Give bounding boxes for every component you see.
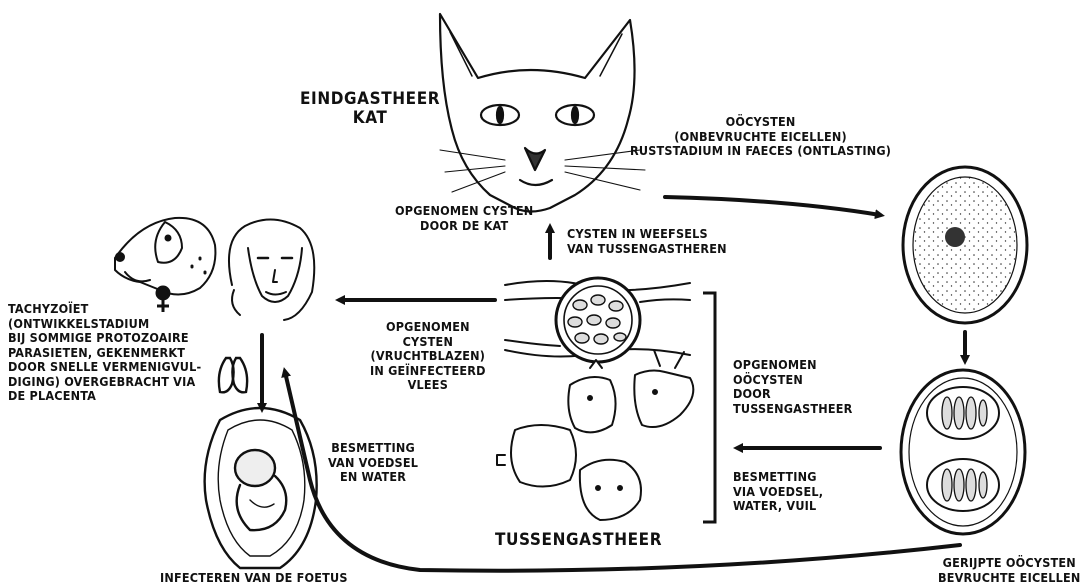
label-tachyzoiet: TACHYZOÏET (ONTWIKKELSTADIUM BIJ SOMMIGE… [8,302,201,404]
sporulated-oocyst-icon [901,370,1025,534]
tissue-cyst-icon [505,278,690,362]
lungs-icon [219,358,247,392]
unsporulated-oocyst-icon [903,167,1027,323]
label-oocysten-top: OÖCYSTEN (ONBEVRUCHTE EICELLEN) RUSTSTAD… [630,115,891,159]
label-gerijpte: GERIJPTE OÖCYSTEN BEVRUCHTE EICELLEN [938,556,1081,585]
label-besmetting-voedsel: BESMETTING VAN VOEDSEL EN WATER [328,441,418,485]
dog-head-icon [115,218,215,295]
label-opgenomen-vlees: OPGENOMEN CYSTEN (VRUCHTBLAZEN) IN GEÏNF… [370,320,486,393]
farm-animals-icon [497,350,693,520]
label-opgenomen-kat: OPGENOMEN CYSTEN DOOR DE KAT [395,204,533,233]
host-bracket [703,293,715,522]
label-opgenomen-oocysten: OPGENOMEN OÖCYSTEN DOOR TUSSENGASTHEER [733,358,852,416]
label-infecteren: INFECTEREN VAN DE FOETUS [160,571,348,586]
cat-head-icon [440,14,645,212]
arrow-cat-to-oocyst [665,197,880,215]
label-eindgastheer: EINDGASTHEER KAT [300,90,440,128]
label-cysten-weefsels: CYSTEN IN WEEFSELS VAN TUSSENGASTHEREN [567,227,727,256]
woman-face-icon [229,219,314,320]
label-besmetting-via: BESMETTING VIA VOEDSEL, WATER, VUIL [733,470,823,514]
label-tussengastheer: TUSSENGASTHEER [495,531,662,550]
